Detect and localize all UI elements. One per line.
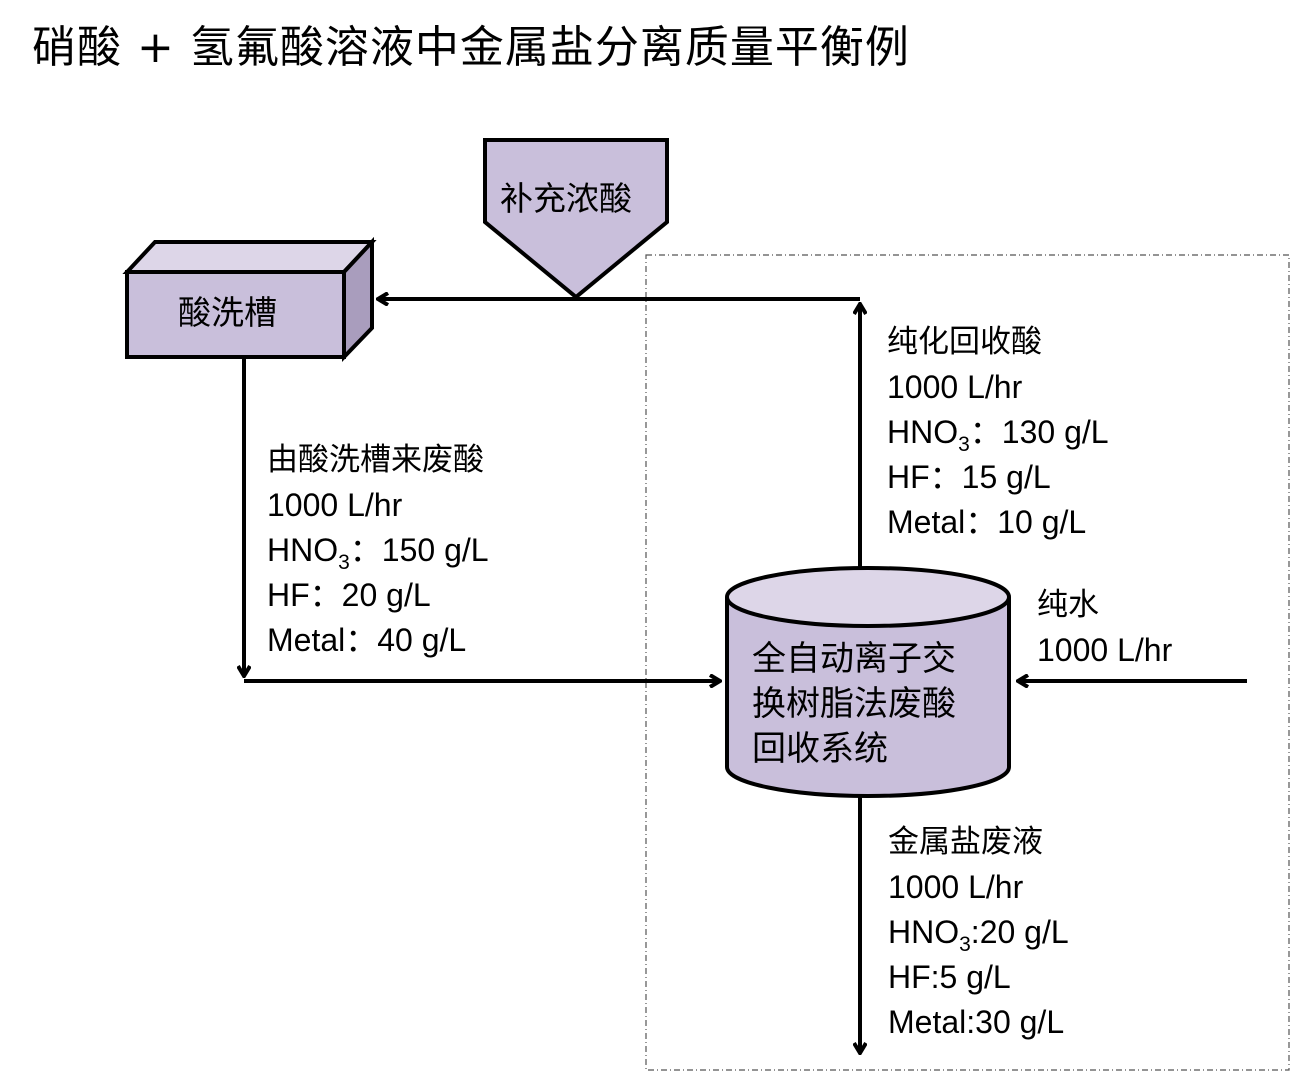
stream-hno3: HNO3：150 g/L [267, 528, 489, 573]
stream-hf: HF:5 g/L [888, 959, 1011, 995]
hno3-subscript: 3 [959, 933, 971, 956]
pickling-tank-label: 酸洗槽 [178, 293, 277, 332]
recovery-system-line-1: 全自动离子交 [752, 639, 956, 679]
pure-water-label: 纯水 1000 L/hr [1037, 583, 1172, 673]
waste-acid-in-label: 由酸洗槽来废酸 1000 L/hr HNO3：150 g/L HF：20 g/L… [267, 438, 489, 663]
pickling-tank-node[interactable] [122, 236, 377, 362]
cylinder-body [725, 597, 1011, 798]
stream-flow: 1000 L/hr [888, 869, 1024, 905]
hno3-value: :20 g/L [970, 914, 1069, 950]
recovery-system-label: 全自动离子交 换树脂法废酸 回收系统 [752, 637, 956, 772]
cylinder-top [725, 566, 1011, 628]
hno3-value: ：150 g/L [349, 532, 489, 568]
stream-flow: 1000 L/hr [267, 487, 403, 523]
diagram-title: 硝酸 + 氢氟酸溶液中金属盐分离质量平衡例 [32, 22, 910, 73]
stream-hno3: HNO3:20 g/L [888, 910, 1069, 955]
hno3-subscript: 3 [338, 551, 350, 574]
makeup-acid-label: 补充浓酸 [500, 179, 632, 218]
stream-flow: 1000 L/hr [887, 369, 1023, 405]
hno3-value: ：130 g/L [969, 414, 1109, 450]
stream-hf: HF：15 g/L [887, 459, 1051, 495]
hno3-formula: HNO [888, 914, 960, 950]
recovery-system-node[interactable] [725, 566, 1011, 798]
tank-top-face [122, 240, 377, 274]
recovery-system-line-2: 换树脂法废酸 [752, 684, 956, 724]
tank-front-face [125, 270, 346, 359]
stream-hno3: HNO3：130 g/L [887, 410, 1109, 455]
stream-name: 由酸洗槽来废酸 [267, 442, 484, 478]
stream-metal: Metal：10 g/L [887, 504, 1087, 540]
recovered-acid-label: 纯化回收酸 1000 L/hr HNO3：130 g/L HF：15 g/L M… [887, 320, 1109, 545]
makeup-acid-node[interactable] [483, 138, 669, 300]
hno3-subscript: 3 [958, 433, 970, 456]
recovery-system-line-3: 回收系统 [752, 729, 888, 769]
stream-name: 金属盐废液 [888, 824, 1043, 860]
stream-name: 纯化回收酸 [887, 324, 1042, 360]
stream-name: 纯水 [1037, 587, 1099, 623]
stream-hf: HF：20 g/L [267, 577, 431, 613]
stream-flow: 1000 L/hr [1037, 632, 1173, 668]
metal-salt-waste-label: 金属盐废液 1000 L/hr HNO3:20 g/L HF:5 g/L Met… [888, 820, 1069, 1045]
hno3-formula: HNO [887, 414, 959, 450]
stream-metal: Metal：40 g/L [267, 622, 467, 658]
stream-metal: Metal:30 g/L [888, 1004, 1065, 1040]
system-boundary [645, 254, 1290, 1071]
hno3-formula: HNO [267, 532, 339, 568]
